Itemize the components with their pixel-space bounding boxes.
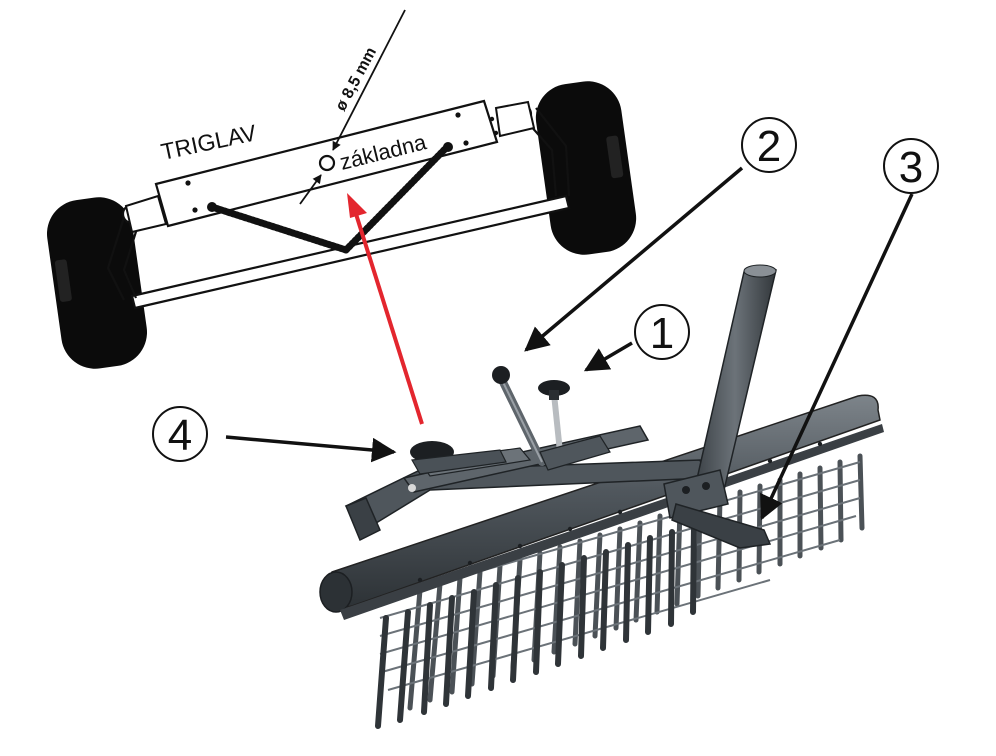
callout-2: 2 (524, 117, 797, 352)
post-clamp (663, 469, 772, 549)
rake-attachment (319, 264, 884, 729)
callout-4: 4 (152, 406, 397, 463)
callout-2-number: 2 (757, 122, 781, 171)
vertical-post (693, 264, 777, 493)
axle-frame-drawing (46, 81, 637, 369)
adjustment-lever (492, 366, 546, 466)
callout-3-number: 3 (899, 143, 923, 192)
callout-3: 3 (760, 138, 939, 521)
callout-1-number: 1 (650, 309, 674, 358)
callout-1: 1 (583, 304, 690, 372)
diameter-leader (299, 9, 406, 205)
mounting-direction-arrow (347, 193, 424, 425)
mounting-hole (318, 154, 336, 172)
callout-4-number: 4 (168, 411, 192, 460)
hitch-knob (410, 441, 507, 475)
brand-label: TRIGLAV (159, 119, 260, 165)
rake-tube (319, 394, 884, 620)
left-wheel (46, 197, 148, 369)
lower-axle-bar (130, 194, 571, 310)
front-tines (375, 522, 697, 729)
right-wheel (535, 81, 637, 255)
locking-knob (538, 380, 611, 471)
